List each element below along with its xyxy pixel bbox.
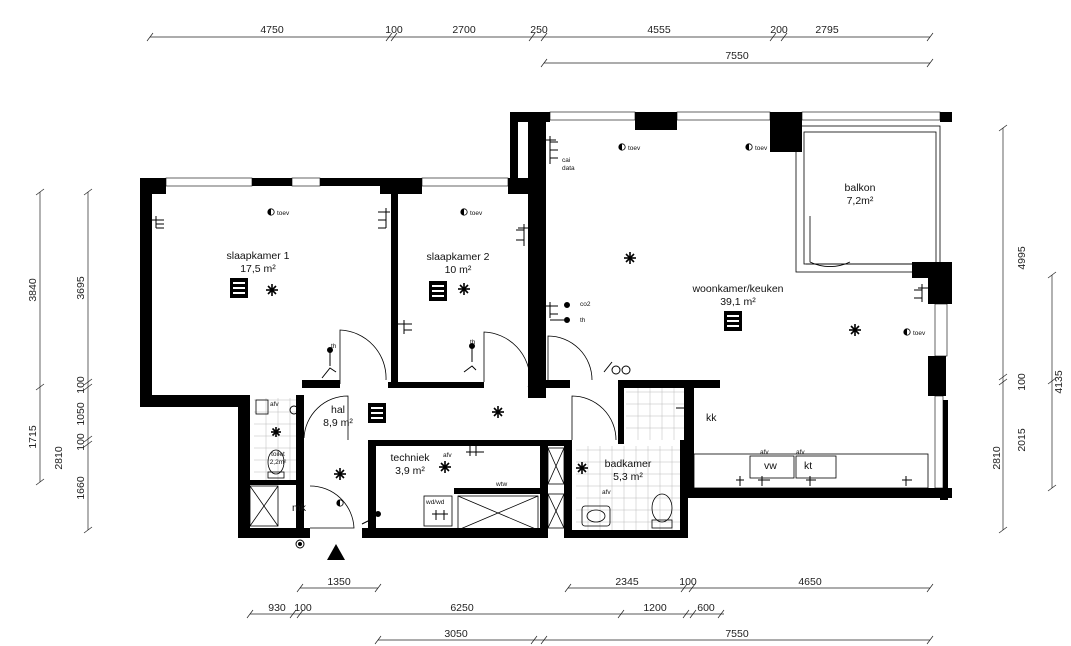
dim-left-2810: 2810 bbox=[53, 446, 65, 470]
bathroom-tiles bbox=[254, 388, 684, 530]
label-data: data bbox=[562, 165, 575, 172]
dim-top-2700: 2700 bbox=[452, 24, 476, 36]
dim-top-4555: 4555 bbox=[647, 24, 671, 36]
label-afv-kitchen-2: afv bbox=[796, 449, 805, 456]
dim-bottom2-930: 930 bbox=[268, 602, 286, 614]
label-wtw: wtw bbox=[495, 481, 508, 488]
room-name-techniek: techniek bbox=[390, 452, 430, 464]
symbol-labels: toev toev toev toev toev cai data co2 th… bbox=[270, 145, 926, 514]
dim-top-4750: 4750 bbox=[260, 24, 284, 36]
label-afv-kitchen-1: afv bbox=[760, 449, 769, 456]
label-kk: kk bbox=[706, 412, 717, 424]
storage-boxes bbox=[249, 447, 565, 531]
room-area-hal: 8,9 m² bbox=[323, 417, 353, 429]
entrance-arrow-icon bbox=[327, 544, 345, 560]
dim-bottom2-1200: 1200 bbox=[643, 602, 667, 614]
dim-bottom2-6250: 6250 bbox=[450, 602, 474, 614]
room-name-toilet: toilet bbox=[271, 451, 285, 458]
walls bbox=[140, 112, 952, 538]
dim-bottom3-7550: 7550 bbox=[725, 628, 749, 640]
room-area-slaapkamer2: 10 m² bbox=[445, 264, 472, 276]
label-toev-slaapkamer2: toev bbox=[470, 210, 483, 217]
dimension-lines bbox=[35, 32, 1057, 645]
label-afv-badkamer: afv bbox=[602, 489, 611, 496]
dim-top2-7550: 7550 bbox=[725, 50, 749, 62]
dim-bottom2-600: 600 bbox=[697, 602, 715, 614]
room-name-slaapkamer2: slaapkamer 2 bbox=[426, 251, 489, 263]
thermostat-icons bbox=[289, 302, 631, 549]
label-wd-wd: wd/wd bbox=[425, 499, 445, 506]
wall-outlet-icons bbox=[267, 143, 911, 507]
dim-top-2795: 2795 bbox=[815, 24, 839, 36]
dim-top-200: 200 bbox=[770, 24, 788, 36]
label-th-slaapkamer1: th bbox=[331, 343, 337, 350]
wall-switch-icons bbox=[152, 136, 928, 520]
dimension-labels: 4750 100 2700 250 4555 200 2795 7550 135… bbox=[27, 24, 1065, 640]
dim-top-250: 250 bbox=[530, 24, 548, 36]
dim-bottom-2345: 2345 bbox=[615, 576, 639, 588]
label-toev-living-1: toev bbox=[628, 145, 641, 152]
kitchen-counter bbox=[693, 453, 929, 489]
room-area-balkon: 7,2m² bbox=[847, 195, 874, 207]
sanitary-fixtures bbox=[255, 399, 673, 529]
ceiling-light-icons bbox=[266, 252, 861, 480]
room-name-hal: hal bbox=[331, 404, 345, 416]
dim-bottom-4650: 4650 bbox=[798, 576, 822, 588]
room-name-slaapkamer1: slaapkamer 1 bbox=[226, 250, 289, 262]
room-area-badkamer: 5,3 m² bbox=[613, 471, 643, 483]
dim-right-4995: 4995 bbox=[1016, 246, 1028, 270]
dim-left2-3695: 3695 bbox=[75, 276, 87, 300]
dim-right-2810: 2810 bbox=[991, 446, 1003, 470]
dim-right2-4135: 4135 bbox=[1053, 370, 1065, 394]
room-name-balkon: balkon bbox=[845, 182, 876, 194]
label-vw: vw bbox=[764, 460, 777, 472]
dim-top-100: 100 bbox=[385, 24, 403, 36]
label-cai: cai bbox=[562, 157, 570, 164]
room-name-badkamer: badkamer bbox=[605, 458, 652, 470]
dim-bottom-100: 100 bbox=[679, 576, 697, 588]
label-toev-living-2: toev bbox=[755, 145, 768, 152]
dim-left-1715: 1715 bbox=[27, 425, 39, 449]
dim-left2-1660: 1660 bbox=[75, 476, 87, 500]
room-labels: slaapkamer 1 17,5 m² slaapkamer 2 10 m² … bbox=[226, 182, 875, 483]
label-afv-toilet: afv bbox=[270, 401, 279, 408]
room-area-toilet: 2,2m² bbox=[270, 459, 287, 466]
dim-left-3840: 3840 bbox=[27, 278, 39, 302]
dim-left2-100b: 100 bbox=[75, 433, 87, 451]
label-th-living: th bbox=[580, 317, 586, 324]
dim-right2-2015: 2015 bbox=[1016, 428, 1028, 452]
label-afv-techniek: afv bbox=[443, 452, 452, 459]
dim-left2-1050: 1050 bbox=[75, 402, 87, 426]
label-toev-slaapkamer1: toev bbox=[277, 210, 290, 217]
room-area-woonkamer: 39,1 m² bbox=[720, 296, 756, 308]
label-kt: kt bbox=[804, 460, 812, 472]
label-mk: mk bbox=[292, 502, 307, 514]
windows bbox=[165, 111, 948, 489]
dim-bottom2-100: 100 bbox=[294, 602, 312, 614]
dim-bottom3-3050: 3050 bbox=[444, 628, 468, 640]
dim-right-100: 100 bbox=[1016, 373, 1028, 391]
radiator-icons bbox=[230, 278, 742, 423]
dim-left2-100: 100 bbox=[75, 376, 87, 394]
dim-bottom-1350: 1350 bbox=[327, 576, 351, 588]
room-area-techniek: 3,9 m² bbox=[395, 465, 425, 477]
doors bbox=[303, 216, 851, 529]
room-name-woonkamer: woonkamer/keuken bbox=[691, 283, 783, 295]
label-co2: co2 bbox=[580, 301, 591, 308]
label-th-slaapkamer2: th bbox=[470, 339, 476, 346]
room-area-slaapkamer1: 17,5 m² bbox=[240, 263, 276, 275]
label-toev-living-3: toev bbox=[913, 330, 926, 337]
